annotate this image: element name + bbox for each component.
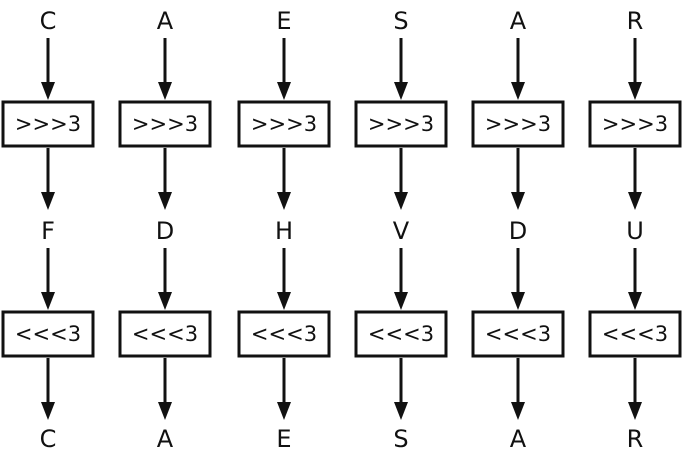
arrow-down-icon — [41, 358, 55, 420]
encrypt-shift-box: >>>3 — [354, 100, 448, 148]
decrypt-shift-box: <<<3 — [471, 310, 565, 358]
encrypt-shift-box-label: >>>3 — [485, 112, 551, 136]
arrow-down-icon — [394, 248, 408, 310]
arrow-down-icon — [277, 248, 291, 310]
plaintext-letter: A — [510, 7, 527, 35]
plaintext-letter: A — [157, 7, 174, 35]
arrow-down-icon — [511, 148, 525, 210]
arrow-down-icon — [158, 358, 172, 420]
arrow-down-icon — [158, 38, 172, 100]
arrow-down-icon — [158, 248, 172, 310]
arrow-down-icon — [277, 148, 291, 210]
encrypt-shift-box-frame — [237, 100, 331, 148]
arrow-down-icon — [41, 38, 55, 100]
encrypt-shift-box: >>>3 — [1, 100, 95, 148]
arrow-down-icon — [628, 358, 642, 420]
decrypt-shift-box-frame — [588, 310, 682, 358]
encrypt-shift-box: >>>3 — [471, 100, 565, 148]
decrypted-letter: C — [40, 425, 57, 453]
arrow-down-icon — [41, 148, 55, 210]
decrypted-letter: S — [393, 425, 408, 453]
decrypt-shift-box-label: <<<3 — [602, 322, 668, 346]
decrypt-shift-box-frame — [1, 310, 95, 358]
decrypt-shift-box-frame — [354, 310, 448, 358]
arrow-down-icon — [41, 248, 55, 310]
decrypt-shift-box: <<<3 — [1, 310, 95, 358]
ciphertext-letter: H — [275, 217, 293, 245]
decrypt-shift-box-frame — [237, 310, 331, 358]
decrypt-shift-box-label: <<<3 — [132, 322, 198, 346]
arrow-down-icon — [628, 38, 642, 100]
decrypt-shift-box-frame — [118, 310, 212, 358]
encrypt-shift-box: >>>3 — [237, 100, 331, 148]
decrypted-letter: R — [627, 425, 644, 453]
arrow-down-icon — [394, 38, 408, 100]
decrypt-shift-box-label: <<<3 — [15, 322, 81, 346]
decrypt-shift-box-frame — [471, 310, 565, 358]
arrow-down-icon — [277, 358, 291, 420]
arrow-down-icon — [511, 38, 525, 100]
decrypt-shift-box-label: <<<3 — [485, 322, 551, 346]
encrypt-shift-box-frame — [118, 100, 212, 148]
plaintext-letter: C — [40, 7, 57, 35]
decrypted-letter: A — [157, 425, 174, 453]
encrypt-shift-box-label: >>>3 — [368, 112, 434, 136]
encrypt-shift-box-frame — [471, 100, 565, 148]
ciphertext-letter: D — [509, 217, 527, 245]
plaintext-letter: S — [393, 7, 408, 35]
arrow-down-icon — [394, 358, 408, 420]
encrypt-shift-box: >>>3 — [118, 100, 212, 148]
encrypt-shift-box-frame — [354, 100, 448, 148]
encrypt-shift-box-label: >>>3 — [251, 112, 317, 136]
decrypt-shift-box: <<<3 — [354, 310, 448, 358]
encrypt-shift-box-label: >>>3 — [602, 112, 668, 136]
plaintext-letter: E — [276, 7, 291, 35]
arrow-down-icon — [158, 148, 172, 210]
arrow-down-icon — [511, 248, 525, 310]
ciphertext-letter: D — [156, 217, 174, 245]
decrypt-shift-box-label: <<<3 — [251, 322, 317, 346]
arrow-down-icon — [511, 358, 525, 420]
decrypted-letter: A — [510, 425, 527, 453]
arrow-down-icon — [628, 248, 642, 310]
ciphertext-letter: U — [626, 217, 644, 245]
encrypt-shift-box-frame — [1, 100, 95, 148]
ciphertext-letter: F — [41, 217, 55, 245]
decrypt-shift-box: <<<3 — [588, 310, 682, 358]
decrypted-letter: E — [276, 425, 291, 453]
decrypt-shift-box-label: <<<3 — [368, 322, 434, 346]
encrypt-shift-box: >>>3 — [588, 100, 682, 148]
arrow-down-icon — [394, 148, 408, 210]
arrow-down-icon — [628, 148, 642, 210]
encrypt-shift-box-frame — [588, 100, 682, 148]
arrow-down-icon — [277, 38, 291, 100]
encrypt-shift-box-label: >>>3 — [132, 112, 198, 136]
encrypt-shift-box-label: >>>3 — [15, 112, 81, 136]
decrypt-shift-box: <<<3 — [237, 310, 331, 358]
decrypt-shift-box: <<<3 — [118, 310, 212, 358]
plaintext-letter: R — [627, 7, 644, 35]
ciphertext-letter: V — [393, 217, 410, 245]
